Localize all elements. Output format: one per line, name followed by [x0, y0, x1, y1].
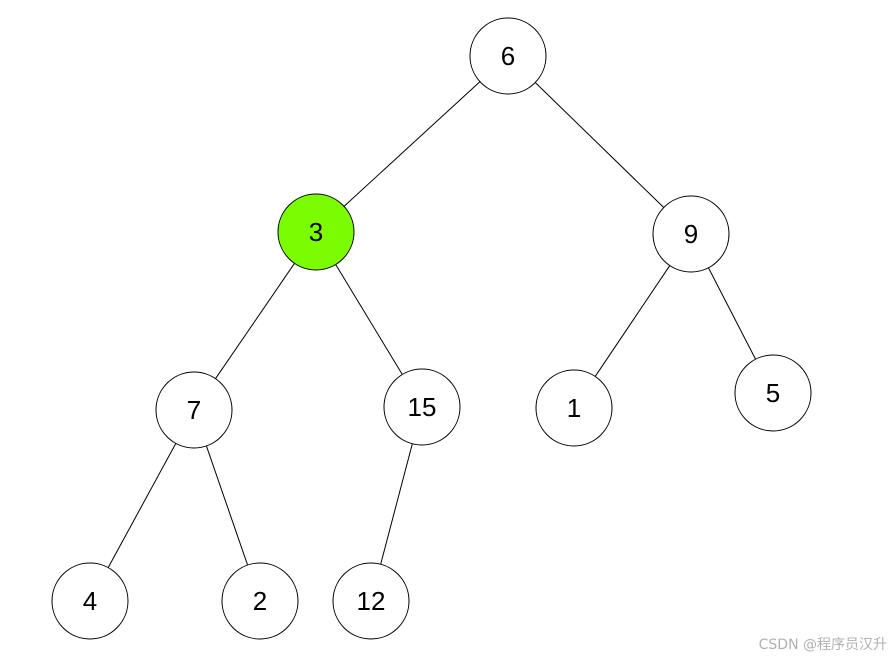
- tree-node-4: 4: [51, 562, 129, 640]
- node-label: 2: [253, 586, 267, 616]
- tree-node-5: 5: [734, 354, 812, 432]
- tree-node-9: 9: [652, 195, 730, 273]
- node-label: 6: [501, 41, 515, 71]
- tree-node-1: 1: [535, 369, 613, 447]
- edge-n7-n4: [107, 443, 177, 568]
- node-label: 12: [357, 586, 386, 616]
- tree-node-6: 6: [469, 17, 547, 95]
- node-label: 9: [684, 219, 698, 249]
- node-circle: [51, 562, 129, 640]
- node-label: 7: [187, 395, 201, 425]
- tree-node-2: 2: [221, 562, 299, 640]
- edge-n7-n2: [205, 445, 249, 566]
- node-circle: [277, 193, 355, 271]
- node-circle: [221, 562, 299, 640]
- node-circle: [535, 369, 613, 447]
- edge-n3-n7: [215, 263, 295, 379]
- node-circle: [332, 562, 410, 640]
- edge-n9-n1: [594, 265, 671, 377]
- edges-layer: [107, 81, 757, 568]
- watermark: CSDN @程序员汉升: [758, 637, 887, 653]
- edge-n15-n12: [380, 443, 413, 565]
- node-circle: [155, 371, 233, 449]
- node-label: 5: [766, 378, 780, 408]
- node-circle: [734, 354, 812, 432]
- tree-node-3: 3: [277, 193, 355, 271]
- node-circle: [652, 195, 730, 273]
- node-label: 1: [567, 393, 581, 423]
- tree-node-12: 12: [332, 562, 410, 640]
- edge-n3-n15: [335, 264, 403, 375]
- edge-n6-n9: [534, 82, 665, 208]
- node-label: 3: [309, 217, 323, 247]
- node-circle: [383, 368, 461, 446]
- tree-node-15: 15: [383, 368, 461, 446]
- edge-n6-n3: [343, 81, 481, 207]
- node-circle: [469, 17, 547, 95]
- node-label: 15: [408, 392, 437, 422]
- node-label: 4: [83, 586, 97, 616]
- edge-n9-n5: [707, 267, 757, 360]
- tree-node-7: 7: [155, 371, 233, 449]
